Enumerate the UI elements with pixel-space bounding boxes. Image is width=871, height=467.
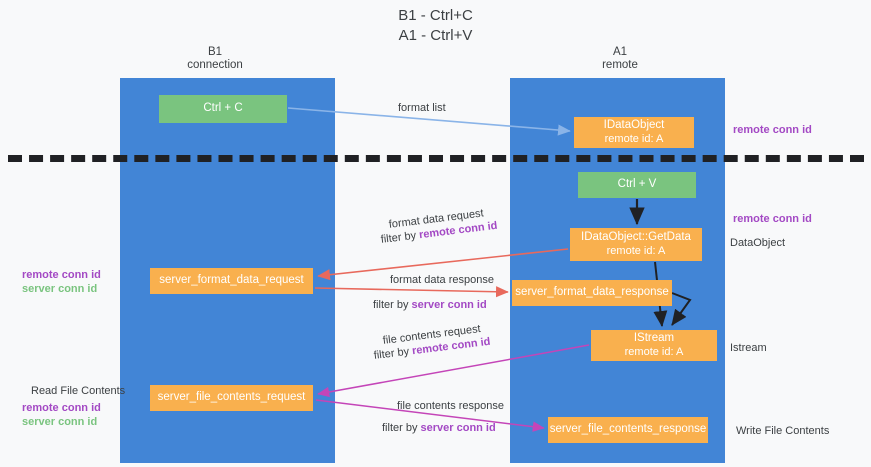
phase-divider (8, 155, 864, 162)
annotation-right-2-key: remote conn id (733, 213, 812, 225)
annotation-left-1-server: server conn id (22, 283, 98, 295)
annotation-right-remote-conn-id-mid: remote conn id (733, 212, 812, 226)
filter-key-server-conn-id-2: server conn id (420, 422, 496, 434)
annotation-left-conn-ids-bottom: remote conn id server conn id (22, 401, 101, 429)
annotation-left-conn-ids-top: remote conn id server conn id (22, 268, 101, 296)
node-server-format-data-response-label: server_format_data_response (515, 286, 669, 299)
edge-label-format-data-response: format data response (390, 274, 494, 286)
filter-key-server-conn-id-1: server conn id (411, 299, 487, 311)
annotation-right-5-plain: Write File Contents (736, 425, 830, 437)
node-ctrl-v-label: Ctrl + V (617, 178, 657, 191)
node-istream[interactable]: IStream remote id: A (591, 330, 717, 361)
node-istream-label: IStream (633, 332, 675, 344)
title-line-2: A1 - Ctrl+V (398, 27, 473, 44)
node-idataobject-sublabel: remote id: A (604, 132, 664, 145)
column-header-b1-role: connection (187, 59, 243, 71)
node-istream-sublabel: remote id: A (624, 345, 684, 358)
node-server-format-data-request-label: server_format_data_request (159, 274, 304, 287)
annotation-right-3-plain: DataObject (730, 237, 786, 249)
page-title: B1 - Ctrl+C A1 - Ctrl+V (0, 6, 871, 46)
filter-prefix-2: filter by (373, 299, 412, 311)
annotation-right-remote-conn-id-top: remote conn id (733, 123, 812, 137)
annotation-left-3-remote: remote conn id (22, 402, 101, 414)
filter-prefix-3: filter by (373, 345, 413, 362)
annotation-right-1-key: remote conn id (733, 124, 812, 136)
node-server-format-data-request[interactable]: server_format_data_request (150, 268, 313, 294)
filter-prefix-4: filter by (382, 422, 421, 434)
node-idataobject-getdata[interactable]: IDataObject::GetData remote id: A (570, 228, 702, 261)
title-line-1: B1 - Ctrl+C (398, 7, 473, 24)
edge-label-file-contents-response: file contents response (397, 400, 505, 412)
edge-label-format-data-response-filter: filter by server conn id (373, 298, 487, 312)
node-ctrl-c[interactable]: Ctrl + C (159, 95, 287, 123)
annotation-right-write-file-contents: Write File Contents (736, 424, 829, 438)
column-header-b1: B1 connection (155, 46, 275, 72)
column-header-a1-name: A1 (612, 46, 628, 58)
node-server-format-data-response[interactable]: server_format_data_response (512, 280, 672, 306)
node-server-file-contents-response[interactable]: server_file_contents_response (548, 417, 708, 443)
node-server-file-contents-request[interactable]: server_file_contents_request (150, 385, 313, 411)
annotation-left-read-file-contents: Read File Contents (31, 384, 125, 398)
annotation-left-1-remote: remote conn id (22, 269, 101, 281)
edge-label-format-list: format list (398, 102, 446, 114)
column-header-a1-role: remote (602, 59, 638, 71)
node-server-file-contents-response-label: server_file_contents_response (549, 423, 707, 436)
column-header-b1-name: B1 (207, 46, 223, 58)
node-server-file-contents-request-label: server_file_contents_request (157, 391, 306, 404)
node-getdata-sublabel: remote id: A (606, 244, 666, 257)
node-idataobject[interactable]: IDataObject remote id: A (574, 117, 694, 148)
edge-label-file-contents-response-filter: filter by server conn id (382, 421, 496, 435)
annotation-left-2-plain: Read File Contents (31, 385, 126, 397)
edge-format-data-response (314, 286, 509, 298)
node-ctrl-v[interactable]: Ctrl + V (578, 172, 696, 198)
column-header-a1: A1 remote (560, 46, 680, 72)
node-idataobject-label: IDataObject (603, 119, 665, 131)
filter-prefix-1: filter by (380, 229, 420, 246)
annotation-right-istream: Istream (730, 341, 767, 355)
node-getdata-label: IDataObject::GetData (581, 231, 691, 243)
annotation-right-4-plain: Istream (730, 342, 767, 354)
node-ctrl-c-label: Ctrl + C (203, 102, 243, 115)
annotation-right-dataobject: DataObject (730, 236, 785, 250)
annotation-left-3-server: server conn id (22, 416, 98, 428)
